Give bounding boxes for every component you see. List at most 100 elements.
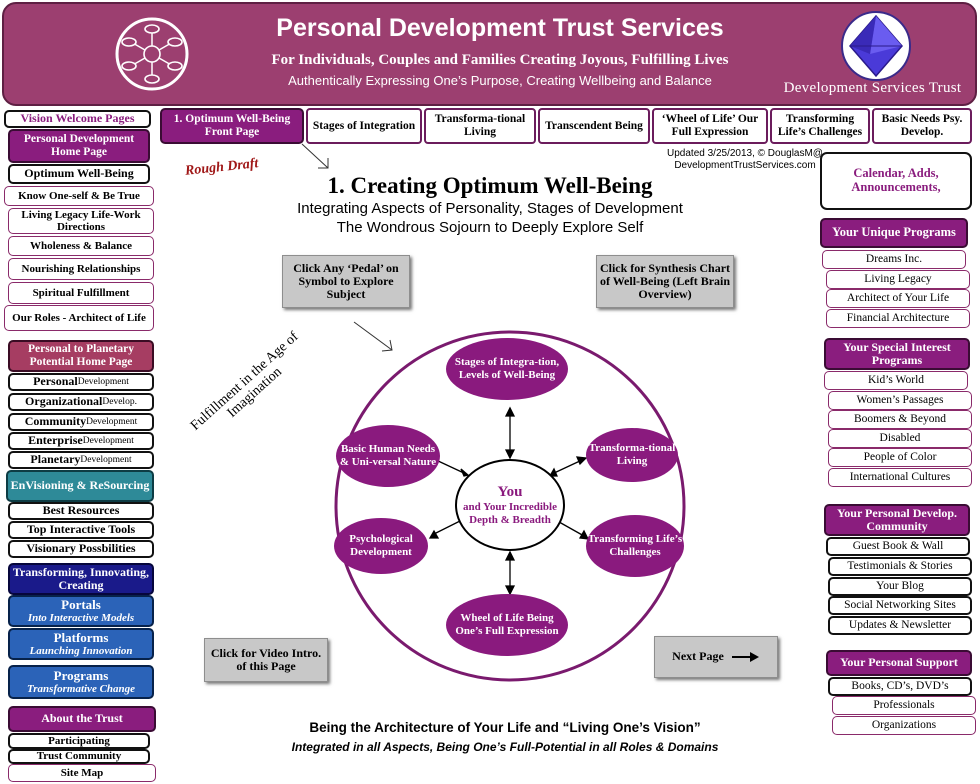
nav-label-bold: Organizational — [25, 394, 103, 409]
nav-nourishing-relationships[interactable]: Nourishing Relationships — [8, 258, 154, 280]
node-transformational-living[interactable]: Transforma-tional Living — [586, 428, 678, 482]
portals-title: Portals — [61, 596, 101, 612]
footer-headline: Being the Architecture of Your Life and … — [309, 720, 701, 735]
nav-wholeness-balance[interactable]: Wholeness & Balance — [8, 236, 154, 256]
next-page-button[interactable]: Next Page — [654, 636, 778, 678]
node-transforming-challenges[interactable]: Transforming Life’s Challenges — [586, 515, 684, 577]
synthesis-chart-button[interactable]: Click for Synthesis Chart of Well-Being … — [596, 255, 734, 308]
video-intro-button[interactable]: Click for Video Intro. of this Page — [204, 638, 328, 682]
page-subtitle-2: The Wondrous Sojourn to Deeply Explore S… — [336, 219, 644, 236]
nav-international-cultures[interactable]: International Cultures — [828, 468, 972, 487]
nav-label-bold: Community — [24, 414, 87, 429]
programs-title: Programs — [53, 667, 109, 683]
nav-professionals[interactable]: Professionals — [832, 696, 976, 715]
trust-name: Development Services Trust — [783, 80, 962, 96]
platforms-subtitle: Launching Innovation — [29, 645, 133, 658]
tab-transcendent-being[interactable]: Transcendent Being — [538, 108, 650, 144]
special-interest-link[interactable]: Your Special Interest Programs — [824, 338, 970, 370]
site-title: Personal Development Trust Services — [276, 14, 724, 42]
wheel-center-you[interactable]: You and Your Incredible Depth & Breadth — [455, 459, 565, 551]
personal-support-link[interactable]: Your Personal Support — [826, 650, 972, 676]
nav-living-legacy-program[interactable]: Living Legacy — [826, 270, 970, 289]
nav-personal-development[interactable]: Personal Development — [8, 373, 154, 391]
tab-transforming-challenges[interactable]: Transforming Life’s Challenges — [770, 108, 870, 144]
nav-living-legacy[interactable]: Living Legacy Life-Work Directions — [8, 208, 154, 234]
nav-participating[interactable]: Participating — [8, 733, 150, 749]
nav-womens-passages[interactable]: Women’s Passages — [828, 391, 972, 410]
nav-disabled[interactable]: Disabled — [828, 429, 972, 448]
nav-dreams-inc[interactable]: Dreams Inc. — [822, 250, 966, 269]
octahedron-logo-icon — [841, 11, 911, 81]
node-basic-human-needs[interactable]: Basic Human Needs & Uni-versal Nature — [336, 425, 440, 487]
nav-boomers-beyond[interactable]: Boomers & Beyond — [828, 410, 972, 429]
vision-welcome-link[interactable]: Vision Welcome Pages — [4, 110, 151, 128]
tab-wheel-of-life[interactable]: ‘Wheel of Life’ Our Full Expression — [652, 108, 768, 144]
personal-development-home-link[interactable]: Personal Development Home Page — [8, 129, 150, 163]
flower-logo-icon — [115, 17, 189, 91]
tab-stages-of-integration[interactable]: Stages of Integration — [306, 108, 422, 144]
programs-subtitle: Transformative Change — [26, 683, 136, 696]
calendar-announcements-link[interactable]: Calendar, Adds, Announcements, — [820, 152, 972, 210]
updated-notice: Updated 3/25/2013, © DouglasM@ Developme… — [667, 148, 823, 171]
nav-enterprise-development[interactable]: Enterprise Development — [8, 432, 154, 450]
center-depth-label: and Your Incredible Depth & Breadth — [463, 500, 557, 526]
footer-tagline: Integrated in all Aspects, Being One’s F… — [291, 740, 719, 754]
nav-your-blog[interactable]: Your Blog — [828, 577, 972, 596]
planetary-home-link[interactable]: Personal to Planetary Potential Home Pag… — [8, 340, 154, 372]
nav-architect-of-your-life[interactable]: Architect of Your Life — [826, 289, 970, 308]
nav-label-rest: Development — [77, 376, 129, 387]
envisioning-resourcing-link[interactable]: EnVisioning & ReSourcing — [6, 470, 154, 502]
nav-kids-world[interactable]: Kid’s World — [824, 371, 968, 390]
nav-planetary-development[interactable]: Planetary Development — [8, 451, 154, 469]
nav-organizations[interactable]: Organizations — [832, 716, 976, 735]
nav-spiritual-fulfillment[interactable]: Spiritual Fulfillment — [8, 282, 154, 304]
next-page-label: Next Page — [672, 649, 724, 664]
nav-optimum-well-being[interactable]: Optimum Well-Being — [8, 164, 150, 184]
nav-label-rest: Development — [82, 435, 134, 446]
node-wheel-of-life[interactable]: Wheel of Life Being One’s Full Expressio… — [446, 594, 568, 656]
nav-guest-book[interactable]: Guest Book & Wall — [826, 537, 970, 556]
personal-community-link[interactable]: Your Personal Develop. Community — [824, 504, 970, 536]
nav-updates-newsletter[interactable]: Updates & Newsletter — [828, 616, 972, 635]
portals-subtitle: Into Interactive Models — [27, 612, 135, 625]
site-header — [2, 2, 977, 106]
about-trust-link[interactable]: About the Trust — [8, 706, 156, 732]
click-pedal-button[interactable]: Click Any ‘Pedal’ on Symbol to Explore S… — [282, 255, 410, 308]
nav-organizational-development[interactable]: Organizational Develop. — [8, 393, 154, 411]
nav-social-networking[interactable]: Social Networking Sites — [828, 596, 972, 615]
site-tagline: Authentically Expressing One’s Purpose, … — [288, 73, 712, 88]
node-psychological-development[interactable]: Psychological Development — [334, 518, 428, 574]
nav-top-interactive-tools[interactable]: Top Interactive Tools — [8, 521, 154, 539]
nav-community-development[interactable]: Community Development — [8, 413, 154, 431]
arrow-right-icon — [731, 652, 759, 662]
nav-our-roles[interactable]: Our Roles - Architect of Life — [4, 305, 154, 331]
nav-visionary-possibilities[interactable]: Visionary Possbilities — [8, 540, 154, 558]
site-subtitle: For Individuals, Couples and Families Cr… — [271, 52, 729, 68]
nav-trust-community[interactable]: Trust Community — [8, 749, 150, 764]
fulfillment-caption: Fulfillment in the Age of Imagination — [187, 329, 302, 434]
nav-label-bold: Enterprise — [28, 433, 83, 448]
nav-site-map[interactable]: Site Map — [8, 764, 156, 782]
nav-books-cds[interactable]: Books, CD’s, DVD’s — [828, 677, 972, 696]
nav-best-resources[interactable]: Best Resources — [8, 502, 154, 520]
tab-transformational-living[interactable]: Transforma-tional Living — [424, 108, 536, 144]
transforming-innovating-link[interactable]: Transforming, Innovating, Creating — [8, 563, 154, 595]
node-stages-of-integration[interactable]: Stages of Integra-tion, Levels of Well-B… — [446, 338, 568, 400]
page-subtitle-1: Integrating Aspects of Personality, Stag… — [297, 200, 683, 217]
arrow-icon — [353, 321, 393, 352]
nav-testimonials[interactable]: Testimonials & Stories — [828, 557, 972, 576]
arrow-icon — [301, 143, 329, 169]
unique-programs-link[interactable]: Your Unique Programs — [820, 218, 968, 248]
nav-label-rest: Development — [86, 416, 138, 427]
nav-label-rest: Develop. — [102, 396, 137, 407]
page-title: 1. Creating Optimum Well-Being — [327, 173, 653, 198]
platforms-title: Platforms — [53, 629, 109, 645]
tab-basic-needs[interactable]: Basic Needs Psy. Develop. — [872, 108, 972, 144]
tab-optimum-well-being[interactable]: 1. Optimum Well-Being Front Page — [160, 108, 304, 144]
nav-know-oneself[interactable]: Know One-self & Be True — [4, 186, 154, 206]
nav-financial-architecture[interactable]: Financial Architecture — [826, 309, 970, 328]
nav-people-of-color[interactable]: People of Color — [828, 448, 972, 467]
